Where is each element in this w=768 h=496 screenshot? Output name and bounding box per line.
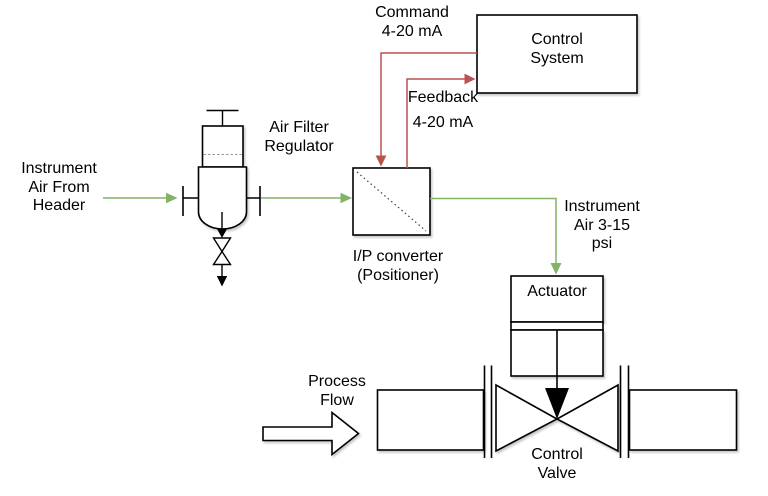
actuator-symbol — [510, 275, 604, 419]
air-supply-line-header-to-filter — [103, 192, 178, 204]
air-line-filter-to-ip — [261, 192, 352, 204]
valve-flange-right — [619, 365, 630, 458]
regulator-spring-housing — [201, 125, 244, 168]
ip-diagonal-line — [356, 171, 427, 232]
label-instrument-air-source: Instrument Air From Header — [21, 160, 97, 214]
label-control-system: Control System — [530, 31, 584, 67]
ip-converter-box — [352, 167, 431, 236]
drain-arrowhead — [216, 276, 228, 287]
label-feedback-signal: Feedback 4-20 mA — [407, 89, 479, 131]
process-flow-arrow — [262, 410, 360, 457]
label-air-filter-regulator: Air Filter Regulator — [264, 119, 334, 155]
process-pipe-left — [376, 389, 485, 451]
drain-valve — [212, 212, 232, 287]
feedback-signal-line — [406, 73, 476, 168]
label-actuator: Actuator — [527, 283, 587, 300]
filter-connection-ticks — [182, 186, 261, 216]
label-command-signal: Command 4-20 mA — [375, 4, 449, 40]
valve-flange-left — [483, 365, 493, 458]
control-system-box — [476, 14, 638, 94]
label-instrument-air-psi: Instrument Air 3-15 psi — [564, 198, 640, 252]
control-valve-symbol — [483, 365, 630, 458]
air-filter-regulator-symbol — [182, 109, 261, 287]
valve-body-right — [555, 383, 619, 453]
air-line-ip-to-actuator — [430, 197, 562, 275]
actuator-stem-arrowhead — [545, 388, 569, 419]
command-signal-line — [375, 52, 477, 167]
label-control-valve: Control Valve — [531, 446, 583, 482]
label-process-flow: Process Flow — [308, 373, 366, 409]
process-pipe-right — [628, 389, 738, 451]
valve-body-left — [495, 383, 559, 453]
regulator-adjust-handle — [206, 109, 239, 126]
label-ip-converter: I/P converter (Positioner) — [352, 248, 444, 284]
